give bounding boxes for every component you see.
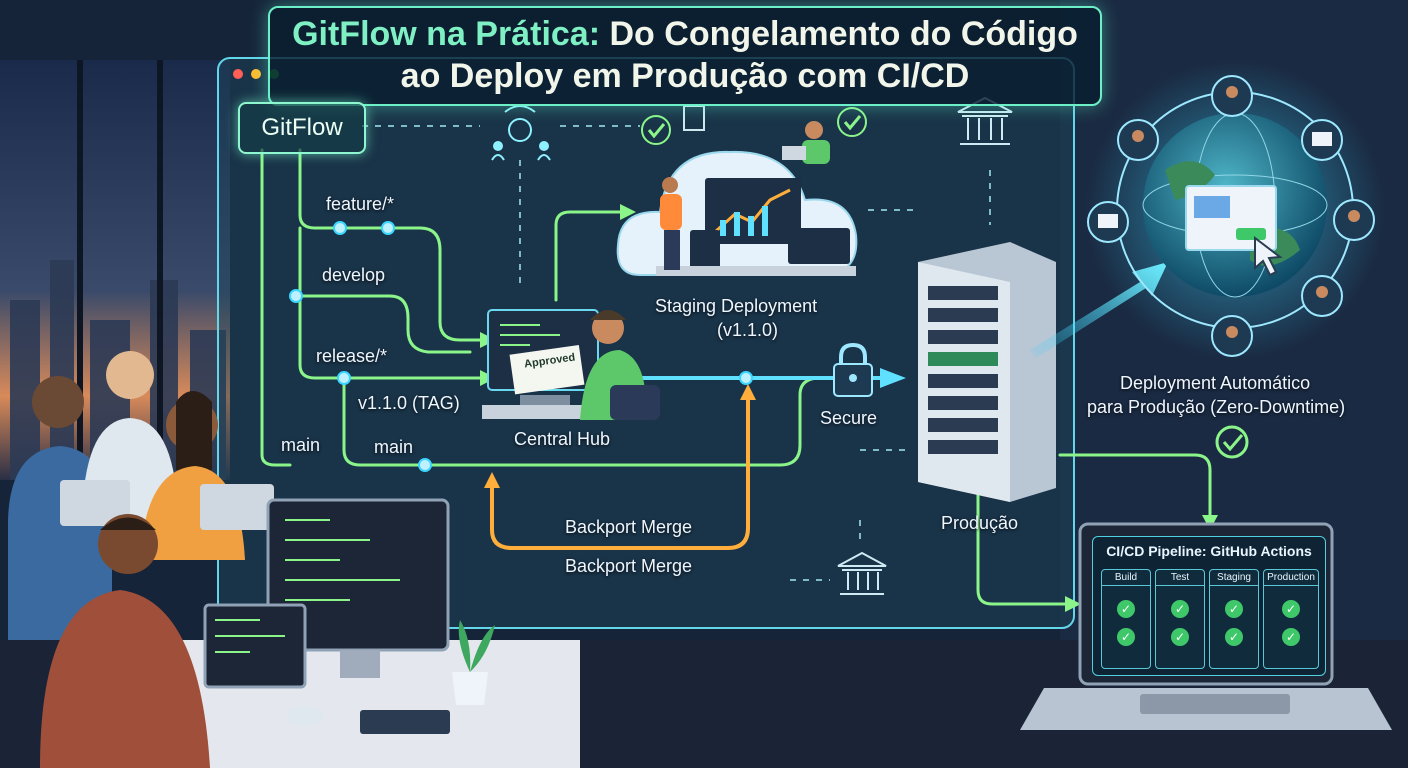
title-line-1: GitFlow na Prática: Do Congelamento do C… [270,13,1100,55]
title-banner: GitFlow na Prática: Do Congelamento do C… [268,6,1102,106]
deploy-line-2: para Produção (Zero-Downtime) [1087,397,1346,417]
pipeline-stage-staging: Staging ✓ ✓ [1209,569,1259,669]
team-hierarchy-icon [491,105,551,161]
producao-label: Produção [941,513,1019,533]
lock-icon [833,342,873,397]
deploy-line-1: Deployment Automático [1120,373,1311,393]
user-icon [1132,86,1360,338]
cicd-pipeline-panel: CI/CD Pipeline: GitHub Actions Build ✓ ✓… [1092,536,1326,676]
gitflow-label: GitFlow [238,102,366,154]
title-rest: Do Congelamento do Código [600,15,1078,53]
check-icon: ✓ [1282,600,1300,618]
staging-title-label: Staging Deployment [655,296,818,316]
stage-label: Build [1102,572,1150,586]
branch-release-label: release/* [316,346,388,366]
check-icon: ✓ [1117,628,1135,646]
tag-label: v1.1.0 (TAG) [358,393,460,413]
central-hub-workstation [482,309,660,420]
staging-line [554,210,622,302]
check-icon: ✓ [1225,600,1243,618]
check-icon: ✓ [1117,600,1135,618]
deploy-arrow [1030,262,1168,358]
branch-feature-label: feature/* [326,194,395,214]
secure-label: Secure [820,408,878,428]
pipeline-stage-build: Build ✓ ✓ [1101,569,1151,669]
stage-label: Staging [1210,572,1258,586]
check-icon: ✓ [1225,628,1243,646]
pipeline-stage-production: Production ✓ ✓ [1263,569,1319,669]
staging-cloud [616,105,867,276]
title-line-2: ao Deploy em Produção com CI/CD [400,57,970,95]
stage-label: Production [1264,572,1318,586]
pipeline-stage-test: Test ✓ ✓ [1155,569,1205,669]
backport-line [490,388,750,550]
gitflow-trunk-line [260,148,292,467]
staging-version-label: (v1.1.0) [717,320,779,340]
check-icon: ✓ [1282,628,1300,646]
developers-group [8,351,274,768]
bank-icon-lower [837,551,887,595]
branch-main-center-label: main [374,437,414,457]
stage-label: Test [1156,572,1204,586]
backport-upper-label: Backport Merge [565,517,693,537]
check-icon: ✓ [1171,600,1189,618]
central-hub-label: Central Hub [514,429,611,449]
desk-monitor [203,498,495,734]
check-icon: ✓ [1171,628,1189,646]
branch-main-left-label: main [281,435,321,455]
server-icon [918,242,1056,502]
backport-lower-label: Backport Merge [565,556,693,576]
branch-develop-label: develop [322,265,386,285]
pipeline-title: CI/CD Pipeline: GitHub Actions [1106,543,1312,559]
title-accent: GitFlow na Prática: [292,15,601,53]
check-icon [1215,425,1249,459]
